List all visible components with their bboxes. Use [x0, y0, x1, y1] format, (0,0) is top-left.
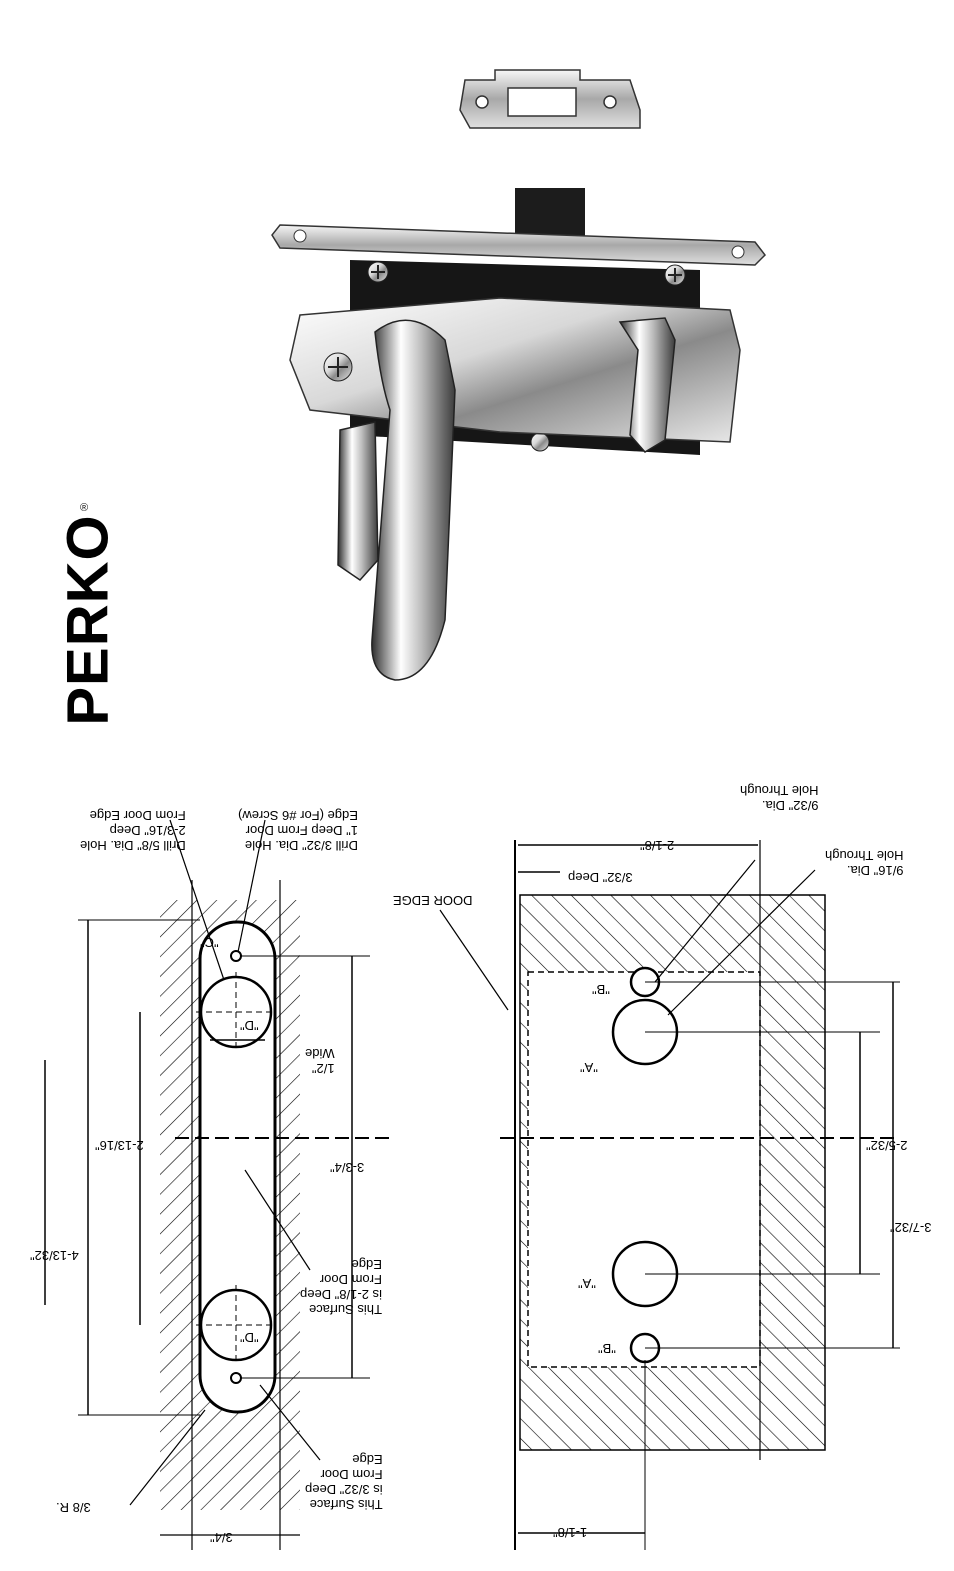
label-drill-5-8: Drill 5/8" Dia. Hole 2-3/16" Deep From D…	[80, 808, 186, 853]
label-3-32-deep: 3/32" Deep	[568, 870, 633, 885]
label-hole-a-bottom: "A"	[578, 1276, 596, 1291]
product-illustration	[271, 69, 766, 681]
label-hole-d-bottom: "D"	[240, 1330, 259, 1345]
edge-mortise-drawing	[44, 819, 395, 1550]
label-hole-c: "C"	[200, 935, 219, 950]
label-4-13-32: 4-13/32"	[30, 1248, 79, 1263]
label-3-3-4: 3-3/4"	[330, 1160, 365, 1175]
face-plate	[271, 224, 766, 266]
door-face-drawing	[439, 840, 900, 1550]
label-hole-9-16: 9/16" Dia. Hole Through	[825, 848, 904, 878]
hole-c-bottom	[230, 1372, 242, 1384]
label-hole-b-bottom: "B"	[598, 1341, 616, 1356]
label-door-edge: DOOR EDGE	[393, 893, 473, 908]
label-surface-2-1-8: This Surface is 2-1/8" Deep From Door Ed…	[300, 1257, 382, 1317]
rear-lever	[337, 421, 379, 581]
brand-logo: PERKO ®	[56, 500, 121, 740]
label-2-13-16: 2-13/16"	[95, 1138, 144, 1153]
label-3-7-32: 3-7/32"	[890, 1220, 932, 1235]
case-screw-bottom	[530, 432, 550, 452]
label-surface-3-32: This Surface is 3/32" Deep From Door Edg…	[305, 1452, 383, 1512]
installation-diagram	[44, 819, 900, 1550]
registered-mark: ®	[80, 502, 89, 514]
label-3-4: 3/4"	[210, 1530, 233, 1545]
label-1-1-8: 1-1/8"	[553, 1525, 588, 1540]
label-drill-3-32: Drill 3/32" Dia. Hole 1" Deep From Door …	[238, 808, 358, 853]
hole-c-top	[230, 950, 242, 962]
brand-wordmark: PERKO	[55, 514, 121, 726]
label-hole-b-top: "B"	[592, 982, 610, 997]
label-1-2-wide: 1/2" Wide	[305, 1046, 335, 1076]
lever-handle	[371, 319, 456, 681]
label-2-5-32: 2-5/32"	[866, 1138, 908, 1153]
label-2-1-8: 2-1/8"	[640, 838, 675, 853]
label-radius: 3/8 R.	[56, 1500, 91, 1515]
label-hole-a-top: "A"	[580, 1060, 598, 1075]
thumb-turn	[618, 317, 676, 453]
strike-plate	[459, 69, 641, 129]
label-hole-d-top: "D"	[240, 1018, 259, 1033]
label-hole-9-32: 9/32" Dia. Hole Through	[740, 783, 819, 813]
